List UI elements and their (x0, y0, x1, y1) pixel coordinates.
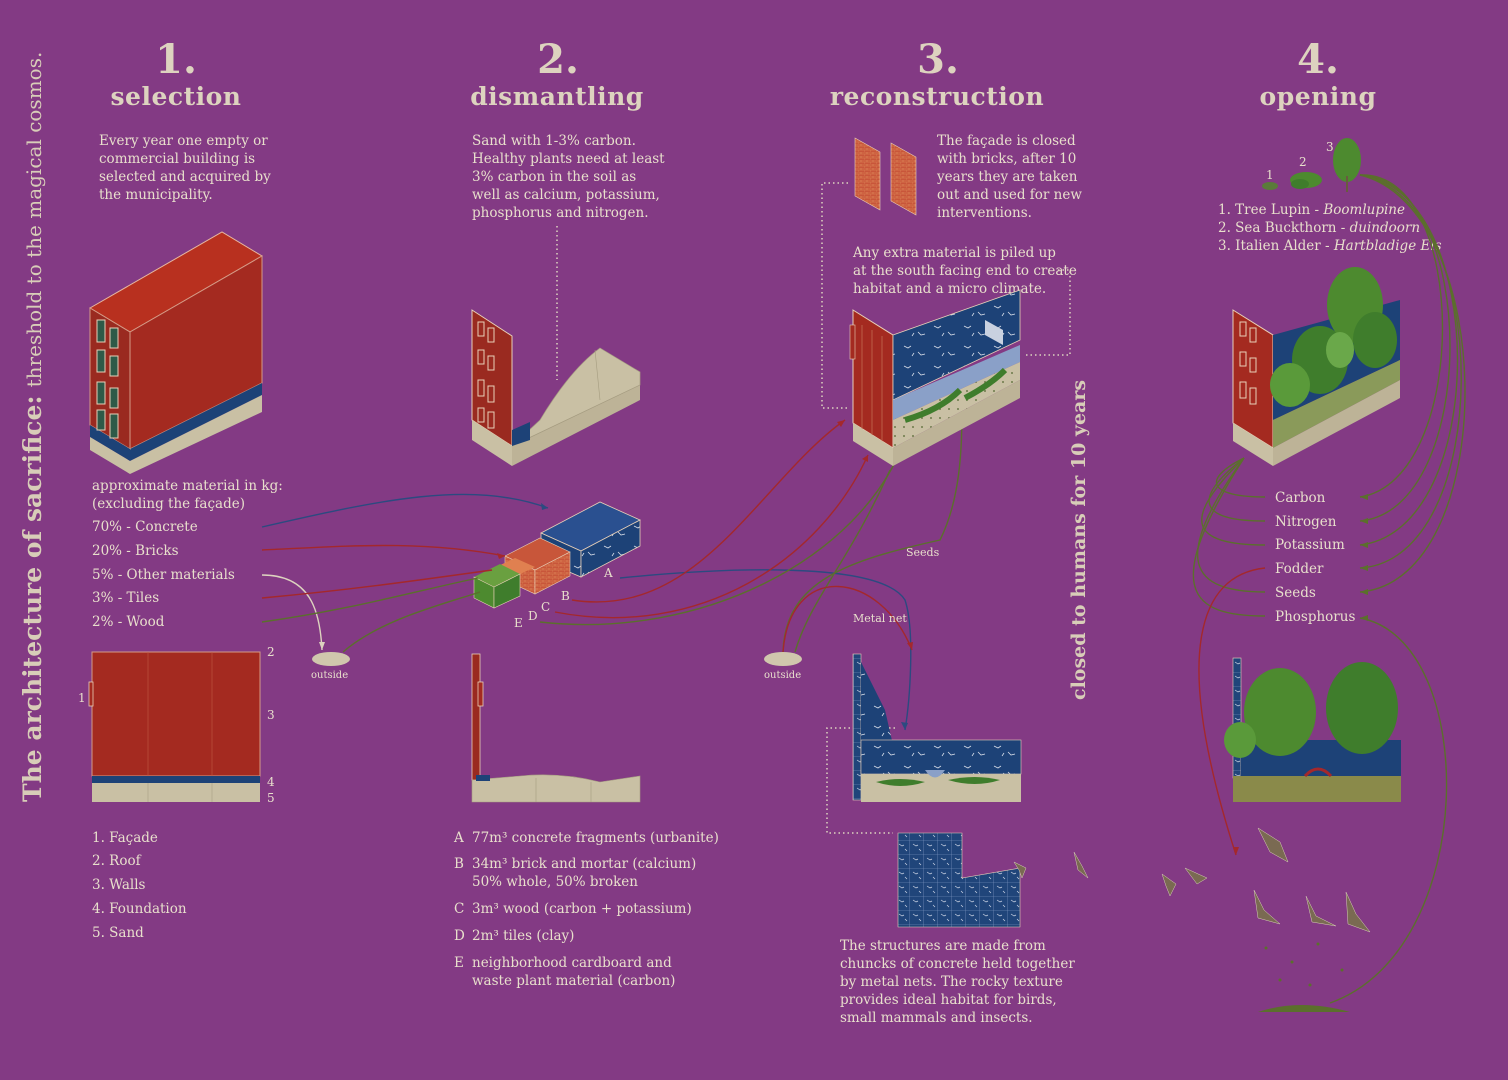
dismantling-section (471, 653, 641, 803)
material-boxes (473, 501, 641, 609)
pile-text: Any extra material is piled up at the so… (853, 245, 1077, 297)
plant-number-1: 1 (1266, 168, 1274, 182)
outside-label-2: outside (764, 670, 801, 681)
dismantling-building (471, 309, 641, 466)
section-number-1: 1 (78, 691, 86, 705)
plant-number-2: 2 (1299, 155, 1307, 169)
opening-building (1232, 267, 1400, 466)
arrow-heads-1 (319, 503, 548, 650)
nutrient-phosphorus: Phosphorus (1275, 609, 1356, 625)
legend-a-text: 77m³ concrete fragments (urbanite) (472, 830, 719, 846)
box-letter-b: B (561, 589, 570, 603)
selection-building (89, 231, 263, 474)
nutrient-arrow-heads (1233, 494, 1368, 855)
step-3-title: reconstruction (829, 82, 1045, 111)
facade-closed-text: The façade is closed with bricks, after … (937, 133, 1082, 221)
legend-b-letter: B (454, 856, 464, 872)
box-letter-e: E (514, 616, 523, 630)
seeds-label: Seeds (906, 546, 940, 559)
flow-arrows-dismantling (539, 409, 963, 731)
legend-a-letter: A (454, 830, 464, 846)
plant-2-label: 2. Sea Buckthorn - duindoorn (1218, 220, 1421, 236)
legend-d-text: 2m³ tiles (clay) (472, 928, 575, 944)
nutrient-carbon: Carbon (1275, 490, 1326, 506)
plant-icons (1262, 138, 1361, 192)
part-foundation: 4. Foundation (92, 901, 187, 917)
dismantling-intro: Sand with 1-3% carbon. Healthy plants ne… (472, 133, 665, 221)
plant-number-3: 3 (1326, 140, 1334, 154)
legend-e-letter: E (454, 955, 464, 971)
nutrient-potassium: Potassium (1275, 537, 1345, 553)
step-4-title: opening (1259, 82, 1377, 111)
legend-b-text: 34m³ brick and mortar (calcium) 50% whol… (472, 856, 697, 890)
step-2-number: 2. (537, 36, 579, 83)
flow-arrows-selection (261, 493, 549, 653)
selection-section (88, 651, 261, 802)
part-walls: 3. Walls (92, 877, 146, 893)
step-2-title: dismantling (470, 82, 644, 111)
nutrient-nitrogen: Nitrogen (1275, 514, 1337, 530)
outside-node-1 (312, 652, 350, 666)
step-3-number: 3. (917, 36, 959, 83)
dotted-leaders-3 (821, 182, 1071, 834)
bird-flock (1013, 827, 1371, 933)
reconstruction-building (849, 289, 1021, 466)
material-other: 5% - Other materials (92, 567, 235, 583)
section-number-2: 2 (267, 645, 275, 659)
plant-3-label: 3. Italien Alder - Hartbladige Els (1218, 238, 1442, 254)
step-1-title: selection (110, 82, 242, 111)
part-sand: 5. Sand (92, 925, 144, 941)
part-roof: 2. Roof (92, 853, 141, 869)
outside-label-1: outside (311, 670, 348, 681)
step-4-number: 4. (1297, 36, 1339, 83)
box-letter-d: D (528, 609, 538, 623)
material-concrete: 70% - Concrete (92, 519, 198, 535)
step-1-number: 1. (155, 36, 197, 83)
opening-section (1224, 657, 1401, 802)
materials-heading: approximate material in kg: (excluding t… (92, 478, 283, 512)
legend-e-text: neighborhood cardboard and waste plant m… (472, 955, 676, 989)
arrow-heads-2 (837, 420, 913, 730)
ground-mound (1258, 1005, 1350, 1012)
nutrient-fodder: Fodder (1275, 561, 1324, 577)
selection-intro: Every year one empty or commercial build… (99, 133, 271, 203)
section-number-5: 5 (267, 791, 275, 805)
box-letter-a: A (603, 566, 613, 580)
material-tiles: 3% - Tiles (92, 590, 160, 606)
section-number-4: 4 (267, 775, 275, 789)
reconstruction-section (852, 653, 1022, 802)
legend-d-letter: D (454, 928, 465, 944)
nutrient-seeds: Seeds (1275, 585, 1316, 601)
part-facade: 1. Façade (92, 830, 158, 846)
nutrient-loops (1192, 174, 1466, 1004)
seed-dots (1264, 942, 1344, 987)
box-letter-c: C (541, 600, 550, 614)
metal-net-detail (897, 832, 1021, 928)
brick-facade-panels (854, 137, 917, 216)
plant-1-label: 1. Tree Lupin - Boomlupine (1218, 202, 1405, 218)
outside-node-2 (764, 652, 802, 666)
material-bricks: 20% - Bricks (92, 543, 179, 559)
metal-net-label: Metal net (853, 612, 907, 625)
structures-text: The structures are made from chuncks of … (840, 938, 1075, 1026)
legend-c-text: 3m³ wood (carbon + potassium) (472, 901, 692, 917)
material-wood: 2% - Wood (92, 614, 165, 630)
legend-c-letter: C (454, 901, 465, 917)
section-number-3: 3 (267, 708, 275, 722)
